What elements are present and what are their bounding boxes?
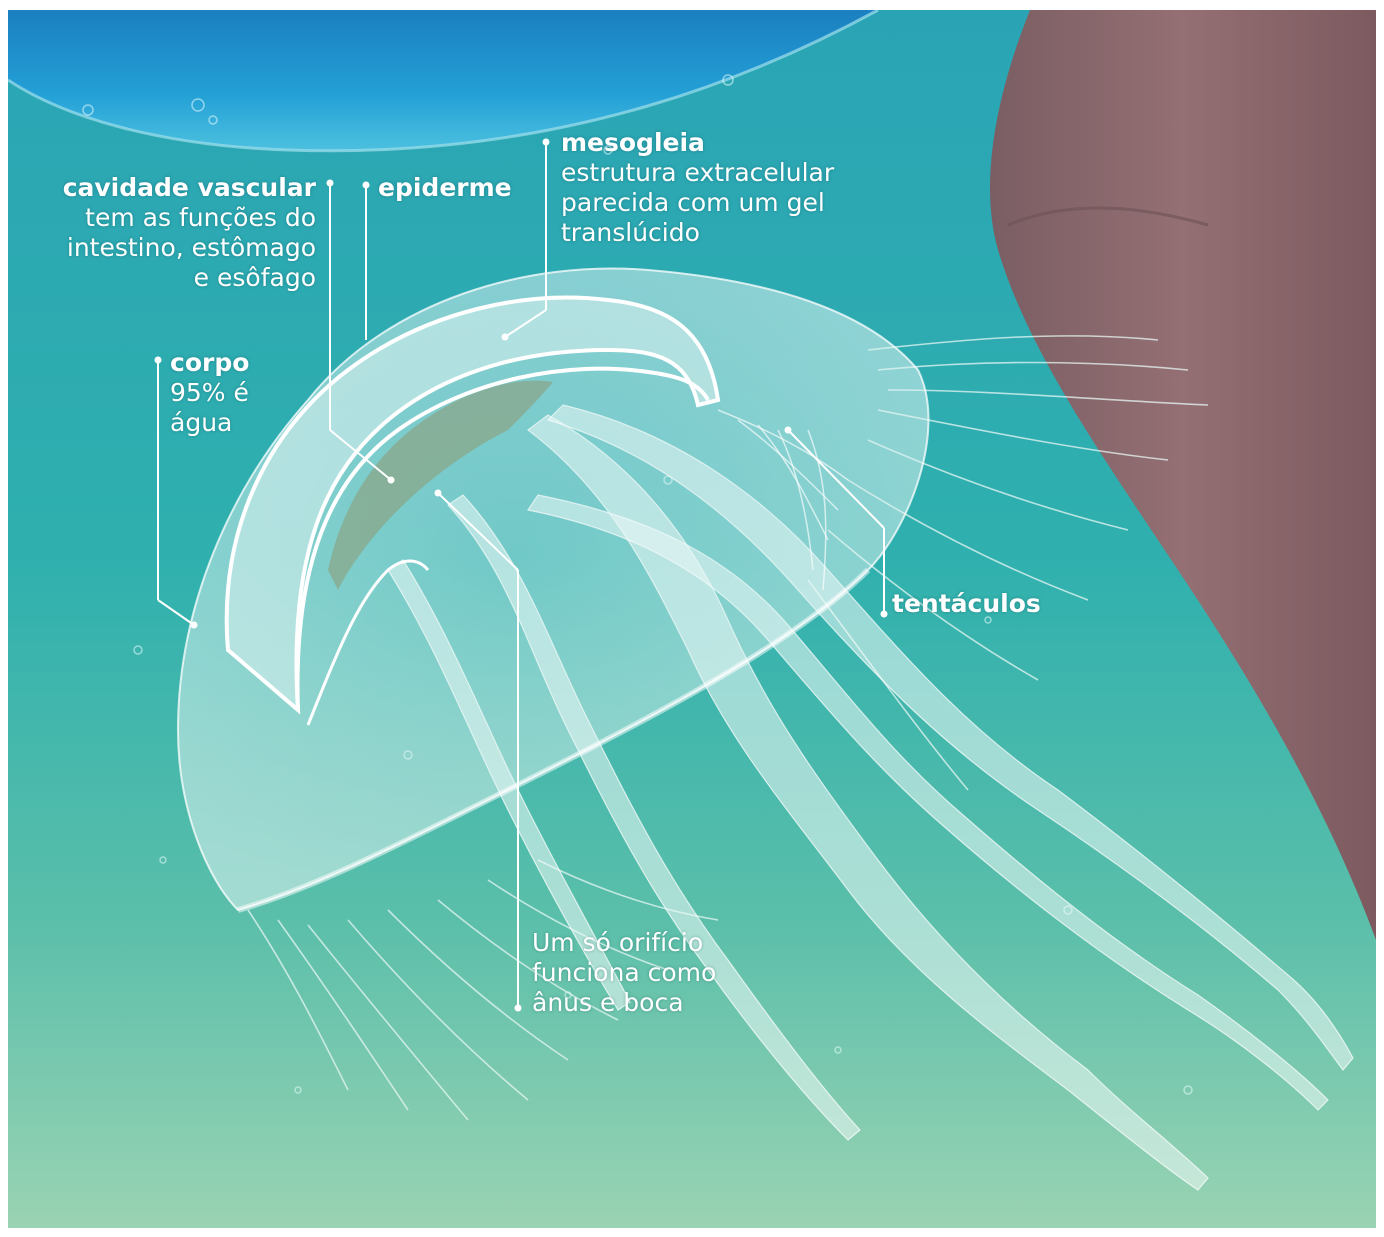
label-orificio-line: funciona como — [532, 958, 716, 988]
label-cavidade-line: tem as funções do — [63, 203, 316, 233]
label-corpo: corpo 95% é água — [170, 348, 249, 438]
label-orificio: Um só orifício funciona como ânus e boca — [532, 928, 716, 1018]
label-cavidade-vascular: cavidade vascular tem as funções do inte… — [63, 173, 316, 293]
label-corpo-title: corpo — [170, 348, 249, 378]
label-cavidade-line: e esôfago — [63, 263, 316, 293]
label-mesogleia-line: estrutura extracelular — [561, 158, 834, 188]
label-mesogleia-line: parecida com um gel — [561, 188, 834, 218]
jellyfish-infographic: mesogleia estrutura extracelular parecid… — [8, 10, 1376, 1228]
label-mesogleia-title: mesogleia — [561, 128, 834, 158]
label-cavidade-line: intestino, estômago — [63, 233, 316, 263]
label-tentaculos-title: tentáculos — [892, 589, 1041, 619]
label-orificio-line: Um só orifício — [532, 928, 716, 958]
label-epiderme-title: epiderme — [378, 173, 512, 203]
label-corpo-line: água — [170, 408, 249, 438]
label-orificio-line: ânus e boca — [532, 988, 716, 1018]
label-cavidade-title: cavidade vascular — [63, 173, 316, 203]
label-mesogleia: mesogleia estrutura extracelular parecid… — [561, 128, 834, 248]
label-tentaculos: tentáculos — [892, 589, 1041, 619]
label-epiderme: epiderme — [378, 173, 512, 203]
label-mesogleia-line: translúcido — [561, 218, 834, 248]
label-corpo-line: 95% é — [170, 378, 249, 408]
